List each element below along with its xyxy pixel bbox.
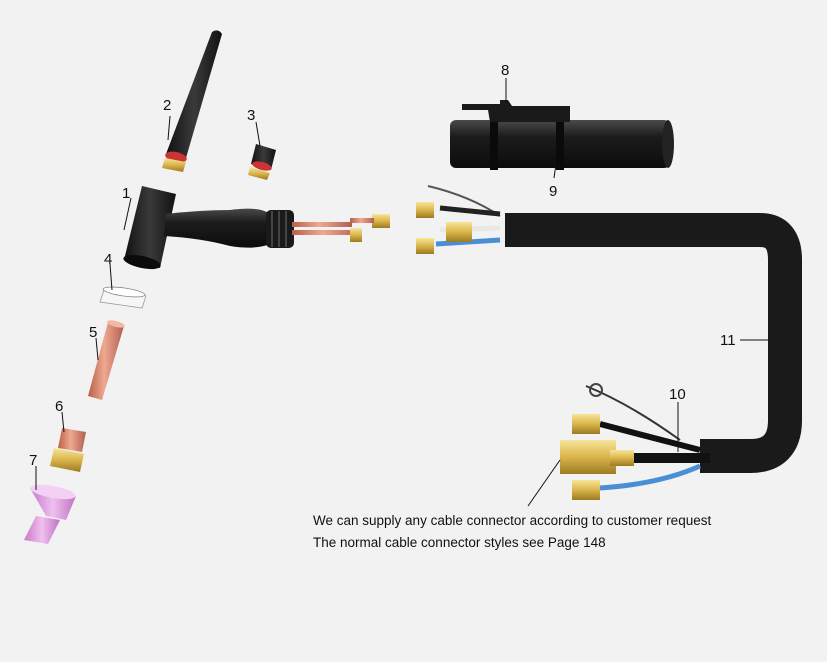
callout-2: 2 <box>163 97 171 114</box>
main-hose <box>505 213 802 473</box>
callout-7: 7 <box>29 452 37 469</box>
callout-10: 10 <box>669 386 686 403</box>
collet-body <box>50 428 86 472</box>
short-back-cap <box>248 144 276 180</box>
callout-4: 4 <box>104 251 112 268</box>
callout-9: 9 <box>549 183 557 200</box>
leader-lines <box>35 78 770 507</box>
ceramic-nozzle <box>24 484 76 544</box>
callout-8: 8 <box>501 62 509 79</box>
callout-11: 11 <box>720 332 736 349</box>
callout-6: 6 <box>55 398 63 415</box>
connector-note-line-2: The normal cable connector styles see Pa… <box>313 535 606 550</box>
handle-clip <box>462 100 570 122</box>
insulator-ring <box>99 286 147 309</box>
torch-handle <box>450 118 674 170</box>
callout-1: 1 <box>122 185 130 202</box>
torch-body <box>123 186 390 270</box>
connector-note-line-1: We can supply any cable connector accord… <box>313 513 712 528</box>
collet <box>88 320 125 400</box>
callout-3: 3 <box>247 107 255 124</box>
back-cap <box>162 30 222 172</box>
cable-leads-torch-end <box>416 185 501 254</box>
callout-5: 5 <box>89 324 97 341</box>
machine-connector <box>560 383 710 500</box>
